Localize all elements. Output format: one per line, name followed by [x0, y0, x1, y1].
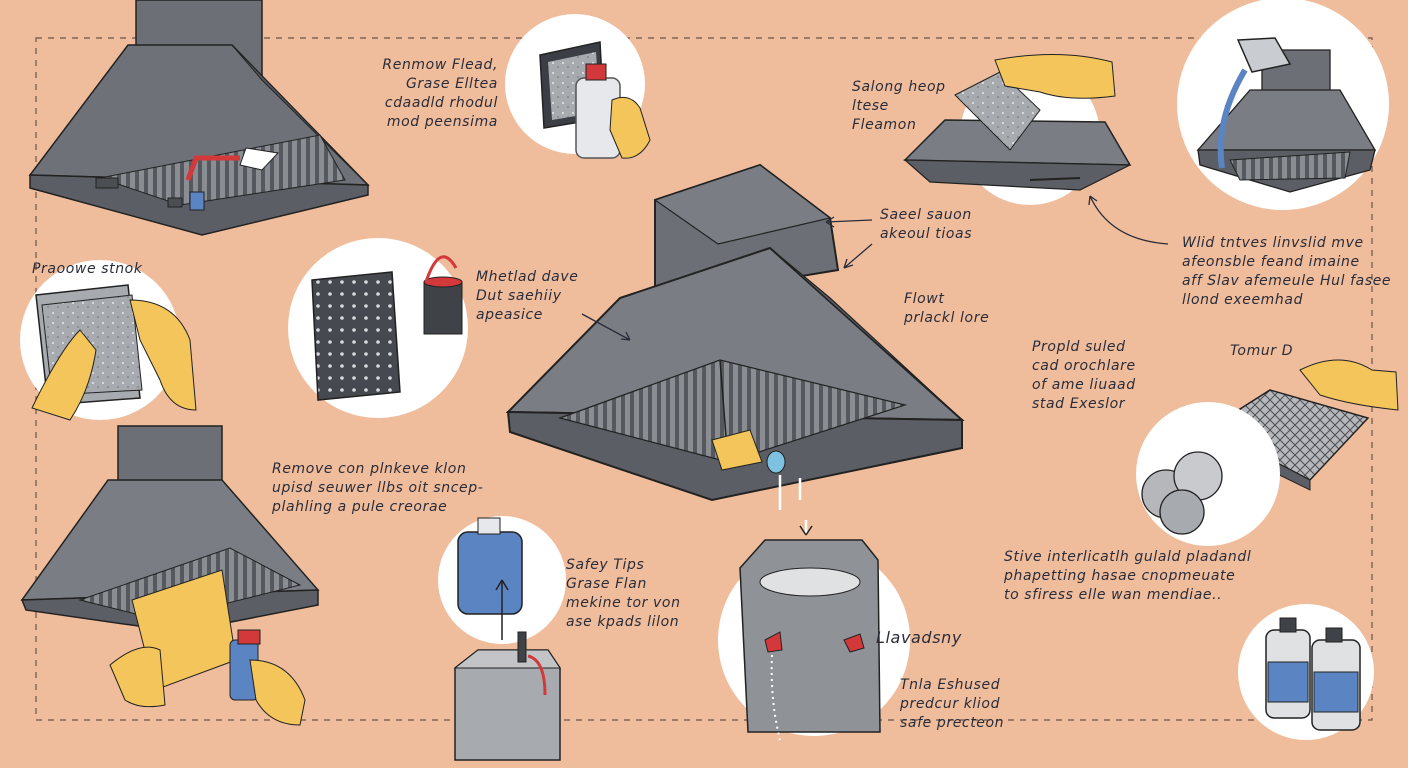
remove-filter-label: Renmow Flead, Grase Elltea cdaadld rhodu…	[368, 56, 498, 132]
soaking-step-line: ltese	[852, 98, 889, 114]
paint-can-icon	[423, 255, 463, 335]
main-range-hood-icon	[505, 163, 965, 536]
soaking-step-line: Salong heop	[852, 79, 946, 95]
surface-note-line: to sfiress elle wan mendiae..	[1004, 587, 1223, 603]
towels-icon	[1136, 402, 1280, 546]
remove-note-line: upisd seuwer llbs oit sncep-	[272, 480, 484, 496]
remove-filter-line: Grase Elltea	[405, 76, 498, 92]
steel-note-line: akeoul tioas	[880, 226, 973, 242]
surface-note-label: Stive interlicatlh gulald pladandl phape…	[1004, 548, 1251, 605]
soaking-step-label: Salong heop ltese Fleamon	[852, 78, 946, 135]
laundry-label: Llavadsny	[876, 628, 962, 647]
front-note-label: Flowt prlackl lore	[904, 290, 989, 328]
soaking-step-line: Fleamon	[852, 117, 917, 133]
proper-note-line: Propld suled	[1032, 339, 1126, 355]
remove-note-line: plahling a pule creorae	[272, 499, 448, 515]
tomur-note-label: Tomur D	[1230, 342, 1293, 361]
safety-tips-label: Safey Tips Grase Flan mekine tor von ase…	[566, 556, 681, 632]
outer-note-line: Wlid tntves linvslid mve	[1182, 235, 1364, 251]
remove-filter-line: mod peensima	[386, 114, 498, 130]
trash-note-line: safe precteon	[900, 715, 1005, 731]
outer-note-label: Wlid tntves linvslid mve afeonsble feand…	[1182, 234, 1391, 310]
remove-filter-line: Renmow Flead,	[382, 57, 498, 73]
filter-wipe-icon	[20, 425, 320, 726]
method-note-label: Mhetlad dave Dut saehiiy apeasice	[476, 268, 578, 325]
method-note-line: Mhetlad dave	[476, 269, 579, 285]
front-note-line: Flowt	[904, 291, 945, 307]
remove-note-line: Remove con plnkeve klon	[272, 461, 467, 477]
remove-filter-line: cdaadld rhodul	[384, 95, 498, 111]
outer-note-line: aff Slav afemeule Hul fasee	[1182, 273, 1392, 289]
trash-can-icon	[718, 539, 910, 741]
tomur-note-line: Tomur D	[1230, 343, 1294, 359]
hood-spray-icon	[1177, 0, 1389, 210]
method-note-line: Dut saehiiy	[476, 288, 562, 304]
bin-icon	[453, 631, 561, 761]
jug-icon	[438, 516, 566, 644]
proper-note-line: stad Exeslor	[1032, 396, 1126, 412]
bottles-icon	[1238, 604, 1374, 740]
trash-note-line: Tnla Eshused	[900, 677, 1001, 693]
steel-note-label: Saeel sauon akeoul tioas	[880, 206, 972, 244]
method-note-line: apeasice	[476, 307, 543, 323]
safety-tips-line: mekine tor von	[566, 595, 681, 611]
prepare-stack-label: Praoowe stnok	[32, 260, 143, 279]
prepare-stack-line: Praoowe stnok	[32, 261, 143, 277]
remove-note-label: Remove con plnkeve klon upisd seuwer llb…	[272, 460, 483, 517]
laundry-line: Llavadsny	[876, 628, 962, 647]
filter-spray-icon	[505, 14, 651, 159]
safety-tips-line: ase kpads lilon	[566, 614, 680, 630]
steel-note-line: Saeel sauon	[880, 207, 972, 223]
filter-plate-icon	[288, 238, 468, 418]
proper-note-line: of ame liuaad	[1032, 377, 1136, 393]
scrub-hood-icon	[903, 53, 1132, 205]
front-note-line: prlackl lore	[904, 310, 990, 326]
trash-note-label: Tnla Eshused predcur kliod safe precteon	[900, 676, 1004, 733]
outer-note-line: afeonsble feand imaine	[1182, 254, 1360, 270]
outer-note-line: llond exeemhad	[1182, 292, 1304, 308]
safety-tips-line: Safey Tips	[566, 557, 645, 573]
proper-note-label: Propld suled cad orochlare of ame liuaad…	[1032, 338, 1136, 414]
surface-note-line: phapetting hasae cnopmeuate	[1004, 568, 1236, 584]
proper-note-line: cad orochlare	[1032, 358, 1136, 374]
leader-lines	[581, 195, 1169, 341]
surface-note-line: Stive interlicatlh gulald pladandl	[1004, 549, 1252, 565]
trash-note-line: predcur kliod	[900, 696, 1001, 712]
range-hood-top-left-icon	[28, 0, 370, 236]
safety-tips-line: Grase Flan	[566, 576, 647, 592]
stack-filters-icon	[20, 260, 197, 421]
